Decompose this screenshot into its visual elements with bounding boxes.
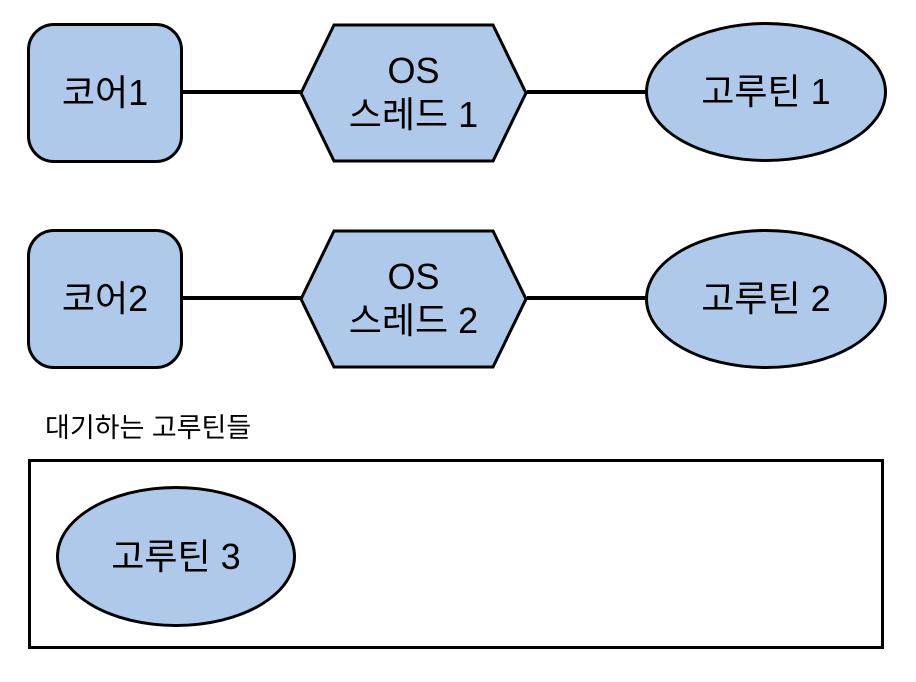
core1-shape: 코어1 — [27, 23, 183, 163]
core2-shape: 코어2 — [27, 229, 183, 369]
hexagon-icon — [299, 229, 528, 369]
goroutine2-shape: 고루틴 2 — [645, 229, 887, 369]
goroutine1-label: 고루틴 1 — [701, 71, 831, 113]
connector-thread2-goroutine2 — [527, 296, 646, 300]
os-thread1-shape: OS 스레드 1 — [299, 23, 528, 163]
connector-core2-thread2 — [182, 296, 301, 300]
core1-label: 코어1 — [61, 72, 149, 114]
connector-core1-thread1 — [182, 90, 301, 94]
goroutine2-label: 고루틴 2 — [701, 278, 831, 320]
goroutine3-shape: 고루틴 3 — [56, 486, 296, 627]
goroutine3-label: 고루틴 3 — [111, 535, 241, 577]
os-thread1-label: OS 스레드 1 — [348, 50, 479, 135]
goroutine1-shape: 고루틴 1 — [645, 22, 887, 162]
connector-thread1-goroutine1 — [527, 90, 646, 94]
os-thread2-label: OS 스레드 2 — [348, 256, 479, 341]
hexagon-icon — [299, 23, 528, 163]
os-thread2-shape: OS 스레드 2 — [299, 229, 528, 369]
waiting-goroutines-label: 대기하는 고루틴들 — [45, 413, 252, 443]
core2-label: 코어2 — [61, 278, 149, 320]
